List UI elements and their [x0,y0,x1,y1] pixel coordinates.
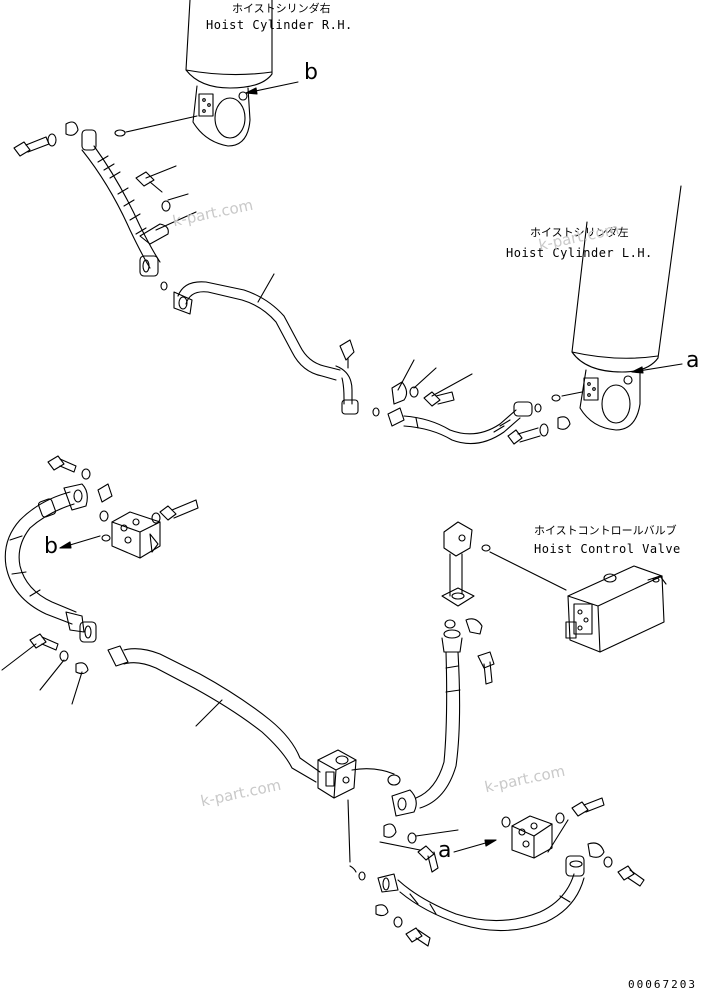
hose-lower-left [5,484,96,642]
hoist-cylinder-lh [572,186,681,430]
arrow-b-bottom [60,535,110,548]
bolt-stack-lower-left [2,634,88,704]
hose-to-lh-cylinder [404,392,582,444]
arrow-a-bottom [454,840,496,852]
vertical-pipe [442,522,566,606]
hose-bottom [378,843,644,931]
connection-letter-b-bottom: b [44,534,58,559]
bolt-upper-left [14,122,96,156]
connection-letter-a-bottom: a [438,838,452,863]
bolts-bottom-left [376,905,430,946]
connection-letter-b-top: b [304,60,318,85]
bolt-lower-left-top [48,456,112,521]
pipe-lower [108,646,320,782]
connection-letter-a-top: a [686,348,700,373]
flange-block-a [502,798,604,858]
hose-center [392,619,494,816]
fittings-mid [373,360,472,426]
hoist-control-valve-label-jp: ホイストコントロールバルブ [534,524,677,537]
clamp-bolt [136,166,196,244]
hoist-cylinder-lh-label-jp: ホイストシリンダ左 [530,226,629,239]
arrow-a-top [632,364,682,373]
hose-upper-left [82,146,167,290]
hoist-control-valve [566,566,666,652]
leader-line [115,116,197,136]
arrow-b-top [246,82,298,94]
hoist-cylinder-rh-label-en: Hoist Cylinder R.H. [206,18,353,32]
drawing-number: 00067203 [628,978,697,991]
flange-block-b [112,500,198,558]
hoist-cylinder-lh-label-en: Hoist Cylinder L.H. [506,246,653,260]
hoist-cylinder-rh [186,0,272,146]
hoist-cylinder-rh-label-jp: ホイストシリンダ右 [232,2,331,15]
fittings-lower-center [359,824,458,880]
manifold-block [318,750,400,872]
pipe-upper [174,274,358,414]
hoist-control-valve-label-en: Hoist Control Valve [534,542,681,556]
